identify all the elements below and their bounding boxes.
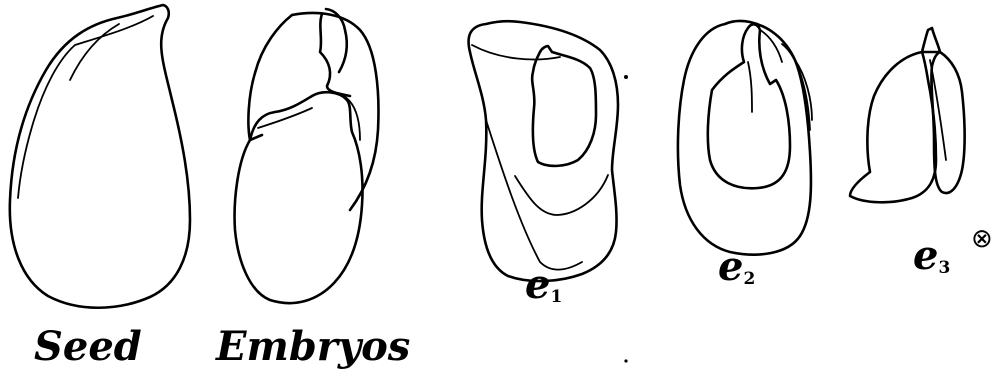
cross-circle-icon: ⊗ <box>971 226 993 252</box>
speck-dot <box>624 75 628 79</box>
embryo-e1-drawing <box>469 21 618 281</box>
seed-label: Seed <box>34 327 142 367</box>
embryos-side-drawing <box>235 9 379 303</box>
embryo-e3-label: e3 <box>913 236 950 277</box>
embryos-label: Embryos <box>216 327 410 367</box>
embryo-e1-label: e1 <box>525 265 562 306</box>
embryo-e2-label: e2 <box>718 247 755 288</box>
speck-dot <box>624 359 627 362</box>
embryo-e3-drawing <box>850 28 965 202</box>
embryo-e2-drawing <box>678 21 812 255</box>
seed-drawing <box>10 5 190 308</box>
